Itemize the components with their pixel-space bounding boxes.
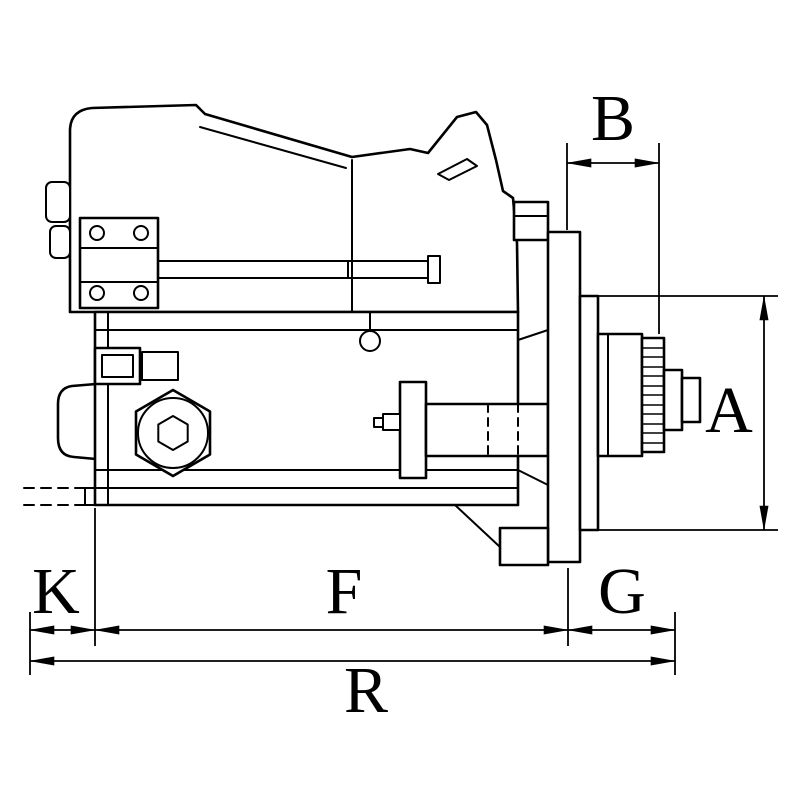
bearing-bracket	[373, 380, 428, 480]
flange-disc	[578, 294, 600, 532]
dimension-label-a: A	[705, 374, 753, 447]
dimension-label-b: B	[591, 82, 635, 155]
dimension-r: R	[29, 654, 676, 727]
through-bolt	[157, 255, 441, 284]
dimension-label-f: F	[326, 555, 363, 628]
dimension-f: F	[94, 555, 569, 635]
dimension-g: G	[567, 555, 676, 635]
dimension-label-r: R	[344, 654, 388, 727]
dimension-annotations: B A K F	[29, 82, 778, 727]
housing-tab-detail	[437, 158, 478, 181]
lower-left-boss	[56, 382, 98, 461]
armature-shaft	[424, 402, 550, 458]
bracket-bolt-icon	[133, 285, 149, 301]
pinion-boss	[596, 332, 644, 458]
drive-pinion	[596, 332, 702, 458]
dimension-b: B	[566, 82, 660, 334]
flange-top-tab	[512, 200, 550, 242]
flange-plate	[546, 230, 582, 564]
hidden-edge-lines	[23, 487, 86, 506]
terminal-lugs	[45, 181, 71, 259]
pivot-pin	[359, 312, 381, 352]
hex-plug	[134, 388, 212, 478]
bracket-bolt-icon	[133, 225, 149, 241]
starter-motor-drawing	[23, 103, 702, 567]
shaft-collar	[662, 368, 684, 432]
mounting-flange	[498, 200, 600, 567]
mounting-bracket	[78, 216, 160, 310]
clamp-block	[93, 346, 179, 386]
bracket-bolt-icon	[89, 225, 105, 241]
dimension-label-k: K	[32, 555, 80, 628]
dimension-k: K	[29, 555, 96, 635]
bracket-bolt-icon	[89, 285, 105, 301]
dimension-label-g: G	[598, 555, 646, 628]
flange-foot	[498, 526, 550, 567]
dimension-a: A	[598, 295, 778, 531]
shaft-end	[680, 376, 702, 424]
housing-foot-step	[84, 487, 96, 506]
